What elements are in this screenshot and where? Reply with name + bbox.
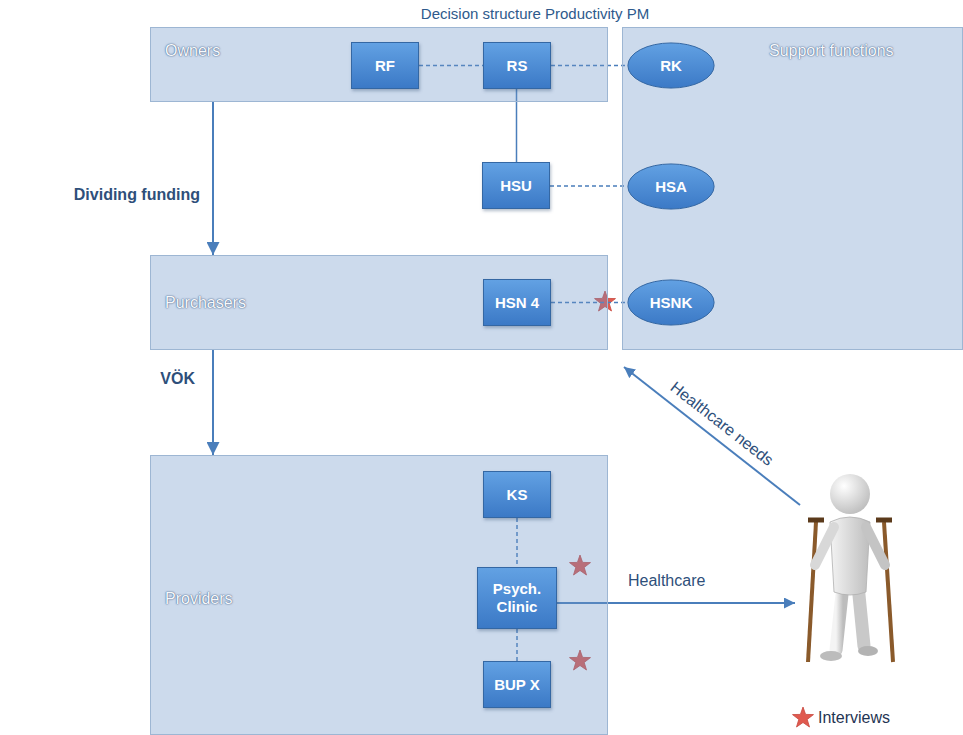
arm bbox=[866, 527, 885, 565]
org-box: BUP X bbox=[483, 661, 551, 708]
node-label: Psych. Clinic bbox=[478, 580, 556, 616]
node-label: HSN 4 bbox=[495, 294, 539, 312]
support-ellipse: HSNK bbox=[627, 279, 715, 326]
org-box: RS bbox=[483, 42, 551, 89]
dashed-link bbox=[550, 185, 627, 187]
crutch bbox=[884, 522, 893, 662]
node-label: RK bbox=[660, 57, 682, 75]
org-box: HSU bbox=[482, 162, 550, 209]
node-label: KS bbox=[507, 486, 528, 504]
support-ellipse: HSA bbox=[627, 163, 715, 210]
node-label: RS bbox=[507, 57, 528, 75]
legend-star bbox=[793, 707, 814, 727]
crutch-top bbox=[876, 518, 892, 523]
arm bbox=[815, 527, 834, 565]
needs-arrow bbox=[624, 367, 800, 505]
ellipse-shape bbox=[628, 280, 714, 325]
node-label: BUP X bbox=[494, 676, 540, 694]
org-box: RF bbox=[351, 42, 419, 89]
org-box: HSN 4 bbox=[483, 279, 551, 326]
arrow-label: Healthcare needs bbox=[667, 378, 777, 469]
crutch-top bbox=[808, 518, 824, 523]
support-ellipse: RK bbox=[627, 42, 715, 89]
patient-figure bbox=[808, 474, 893, 662]
lane-title: Providers bbox=[165, 590, 233, 608]
flow-label: Dividing funding bbox=[74, 186, 200, 204]
legend-label: Interviews bbox=[818, 709, 890, 727]
flow-arrow bbox=[212, 102, 214, 255]
arrow-label: Healthcare bbox=[628, 572, 705, 590]
org-box: Psych. Clinic bbox=[477, 567, 557, 629]
flow-label: VÖK bbox=[160, 370, 195, 388]
node-label: HSNK bbox=[650, 294, 693, 312]
flow-arrow bbox=[212, 350, 214, 455]
lane-title: Support functions bbox=[769, 42, 894, 60]
foot bbox=[820, 651, 842, 661]
foot bbox=[858, 646, 878, 656]
node-label: RF bbox=[375, 57, 395, 75]
org-box: KS bbox=[483, 471, 551, 518]
node-label: HSA bbox=[655, 178, 687, 196]
diagram-title: Decision structure Productivity PM bbox=[335, 5, 735, 22]
head bbox=[830, 474, 870, 514]
ellipse-shape bbox=[628, 164, 714, 209]
lane-band: Providers KS Psych. ClinicBUP X bbox=[150, 455, 608, 735]
lane-band: Support functionsRK HSA HSNK bbox=[622, 27, 963, 350]
lane-title: Purchasers bbox=[165, 294, 246, 312]
ellipse-shape bbox=[628, 43, 714, 88]
leg bbox=[836, 585, 843, 650]
node-label: HSU bbox=[500, 177, 532, 195]
lane-title: Owners bbox=[165, 42, 220, 60]
crutch bbox=[808, 522, 816, 662]
lane-band: OwnersRF RS bbox=[150, 27, 608, 102]
lane-band: Purchasers HSN 4 bbox=[150, 255, 608, 350]
